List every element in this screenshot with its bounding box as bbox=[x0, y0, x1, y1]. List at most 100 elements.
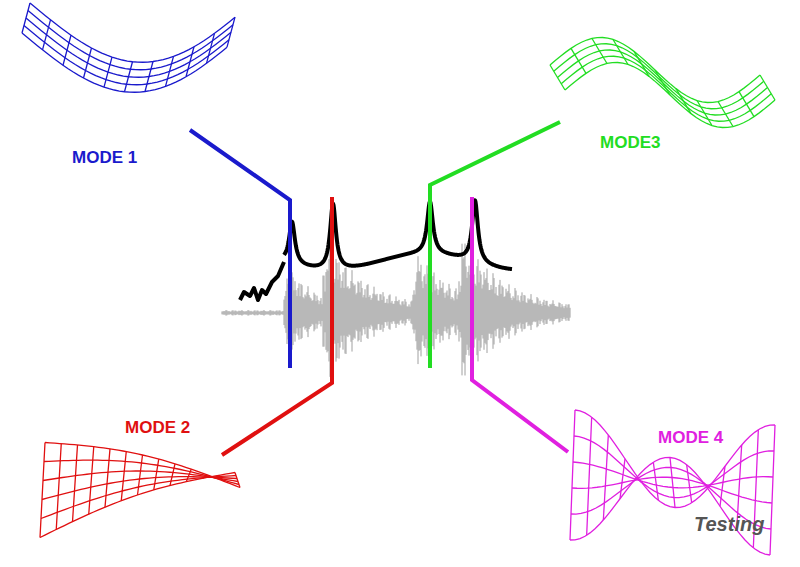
signal-stroke bbox=[228, 311, 229, 314]
signal-stroke bbox=[335, 279, 336, 344]
signal-stroke bbox=[385, 303, 386, 322]
signal-stroke bbox=[553, 300, 554, 324]
signal-stroke bbox=[496, 287, 497, 336]
signal-stroke bbox=[537, 297, 538, 327]
signal-stroke bbox=[442, 288, 443, 336]
signal-stroke bbox=[545, 305, 546, 320]
signal-stroke bbox=[480, 271, 481, 351]
signal-stroke bbox=[415, 295, 416, 330]
signal-stroke bbox=[424, 276, 425, 346]
signal-stroke bbox=[222, 311, 223, 314]
signal-stroke bbox=[481, 275, 482, 348]
signal-stroke bbox=[540, 301, 541, 324]
signal-stroke bbox=[328, 271, 329, 351]
signal-stroke bbox=[408, 307, 409, 319]
signal-stroke bbox=[302, 285, 303, 338]
signal-stroke bbox=[453, 298, 454, 326]
mode-shape bbox=[570, 410, 775, 555]
signal-stroke bbox=[271, 310, 272, 315]
signal-stroke bbox=[347, 288, 348, 336]
signal-stroke bbox=[371, 300, 372, 325]
signal-stroke bbox=[522, 292, 523, 331]
signal-stroke bbox=[539, 305, 540, 321]
signal-stroke bbox=[232, 311, 233, 316]
signal-stroke bbox=[243, 311, 244, 315]
signal-stroke bbox=[499, 285, 500, 339]
signal-stroke bbox=[513, 296, 514, 328]
signal-stroke bbox=[350, 288, 351, 335]
signal-stroke bbox=[489, 290, 490, 333]
signal-stroke bbox=[493, 273, 494, 349]
signal-stroke bbox=[293, 277, 294, 345]
signal-stroke bbox=[264, 310, 265, 316]
signal-stroke bbox=[536, 304, 537, 322]
signal-stroke bbox=[259, 312, 260, 315]
signal-stroke bbox=[340, 275, 341, 348]
signal-stroke bbox=[450, 288, 451, 335]
signal-stroke bbox=[365, 289, 366, 334]
signal-stroke bbox=[317, 296, 318, 329]
signal-stroke bbox=[535, 303, 536, 322]
signal-stroke bbox=[568, 305, 569, 321]
signal-stroke bbox=[446, 293, 447, 332]
signal-stroke bbox=[224, 311, 225, 315]
signal-stroke bbox=[275, 312, 276, 315]
signal-stroke bbox=[324, 276, 325, 347]
signal-stroke bbox=[359, 283, 360, 340]
signal-stroke bbox=[410, 307, 411, 319]
signal-stroke bbox=[562, 304, 563, 321]
signal-stroke bbox=[263, 311, 264, 315]
signal-stroke bbox=[307, 292, 308, 332]
signal-stroke bbox=[273, 311, 274, 315]
signal-stroke bbox=[549, 307, 550, 319]
signal-stroke bbox=[375, 294, 376, 330]
signal-stroke bbox=[255, 310, 256, 315]
signal-stroke bbox=[437, 289, 438, 335]
signal-stroke bbox=[488, 283, 489, 340]
signal-stroke bbox=[360, 292, 361, 331]
signal-stroke bbox=[309, 295, 310, 329]
signal-stroke bbox=[283, 311, 284, 315]
signal-stroke bbox=[541, 304, 542, 321]
mode-shape bbox=[550, 38, 775, 128]
signal-stroke bbox=[356, 294, 357, 329]
signal-stroke bbox=[436, 284, 437, 339]
signal-stroke bbox=[401, 305, 402, 319]
signal-stroke bbox=[561, 307, 562, 318]
signal-stroke bbox=[421, 265, 422, 357]
signal-stroke bbox=[369, 297, 370, 327]
signal-stroke bbox=[320, 301, 321, 324]
signal-stroke bbox=[342, 281, 343, 342]
signal-stroke bbox=[466, 266, 467, 354]
signal-stroke bbox=[500, 280, 501, 343]
signal-stroke bbox=[544, 300, 545, 325]
signal-stroke bbox=[236, 311, 237, 315]
signal-stroke bbox=[490, 290, 491, 334]
signal-stroke bbox=[281, 312, 282, 315]
signal-stroke bbox=[390, 294, 391, 329]
signal-stroke bbox=[304, 298, 305, 326]
signal-stroke bbox=[323, 276, 324, 347]
signal-stroke bbox=[433, 276, 434, 346]
signal-stroke bbox=[505, 296, 506, 328]
signal-stroke bbox=[555, 306, 556, 319]
signal-stroke bbox=[374, 287, 375, 337]
signal-stroke bbox=[476, 286, 477, 338]
signal-stroke bbox=[315, 295, 316, 330]
signal-stroke bbox=[370, 295, 371, 329]
signal-stroke bbox=[305, 295, 306, 330]
leader-line bbox=[222, 197, 332, 455]
signal-stroke bbox=[229, 311, 230, 315]
signal-stroke bbox=[449, 284, 450, 339]
signal-stroke bbox=[348, 286, 349, 337]
signal-stroke bbox=[398, 301, 399, 323]
signal-stroke bbox=[486, 278, 487, 344]
signal-stroke bbox=[249, 310, 250, 315]
signal-stroke bbox=[412, 301, 413, 325]
signal-stroke bbox=[287, 279, 288, 345]
signal-stroke bbox=[441, 288, 442, 336]
signal-stroke bbox=[325, 292, 326, 333]
signal-stroke bbox=[381, 294, 382, 329]
signal-stroke bbox=[445, 298, 446, 327]
